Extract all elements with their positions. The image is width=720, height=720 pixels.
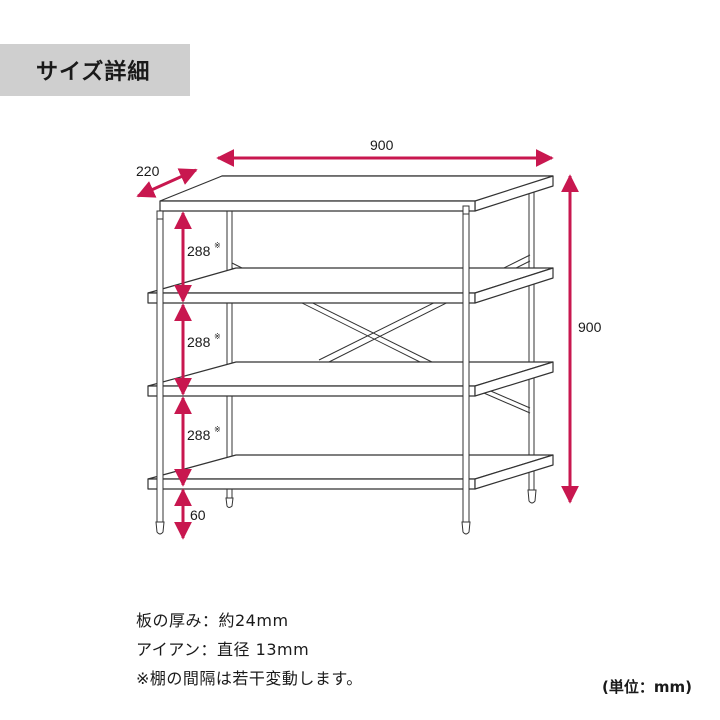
gap-2-asterisk: ※: [214, 332, 221, 341]
section-header: サイズ詳細: [0, 44, 190, 96]
note-iron-diameter: アイアン：直径 13mm: [136, 640, 310, 659]
gap-1-asterisk: ※: [214, 241, 221, 250]
dimension-arrows: [136, 149, 579, 540]
height-label: 900: [578, 319, 602, 335]
dimension-labels: 220 900 900 288 ※ 288 ※ 288 ※ 60: [136, 137, 602, 523]
gap-3-label: 288: [187, 427, 211, 443]
front-frame: [155, 205, 471, 535]
note-board-thickness: 板の厚み：約24mm: [136, 611, 289, 630]
shelf-2: [147, 267, 554, 304]
gap-3-asterisk: ※: [214, 425, 221, 434]
unit-label: (単位：mm): [602, 678, 692, 696]
back-frame: [225, 189, 537, 508]
depth-arrow: [136, 168, 198, 198]
depth-label: 220: [136, 163, 160, 179]
gap-1-label: 288: [187, 243, 211, 259]
shelf-3: [147, 361, 554, 397]
section-title: サイズ詳細: [36, 60, 151, 85]
gap-2-label: 288: [187, 334, 211, 350]
note-shelf-gap: ※棚の間隔は若干変動します。: [136, 669, 363, 688]
shelf-boards: [147, 175, 554, 490]
shelf-top: [159, 175, 554, 212]
shelf-bottom: [147, 454, 554, 490]
foot-label: 60: [190, 507, 206, 523]
width-label: 900: [370, 137, 394, 153]
